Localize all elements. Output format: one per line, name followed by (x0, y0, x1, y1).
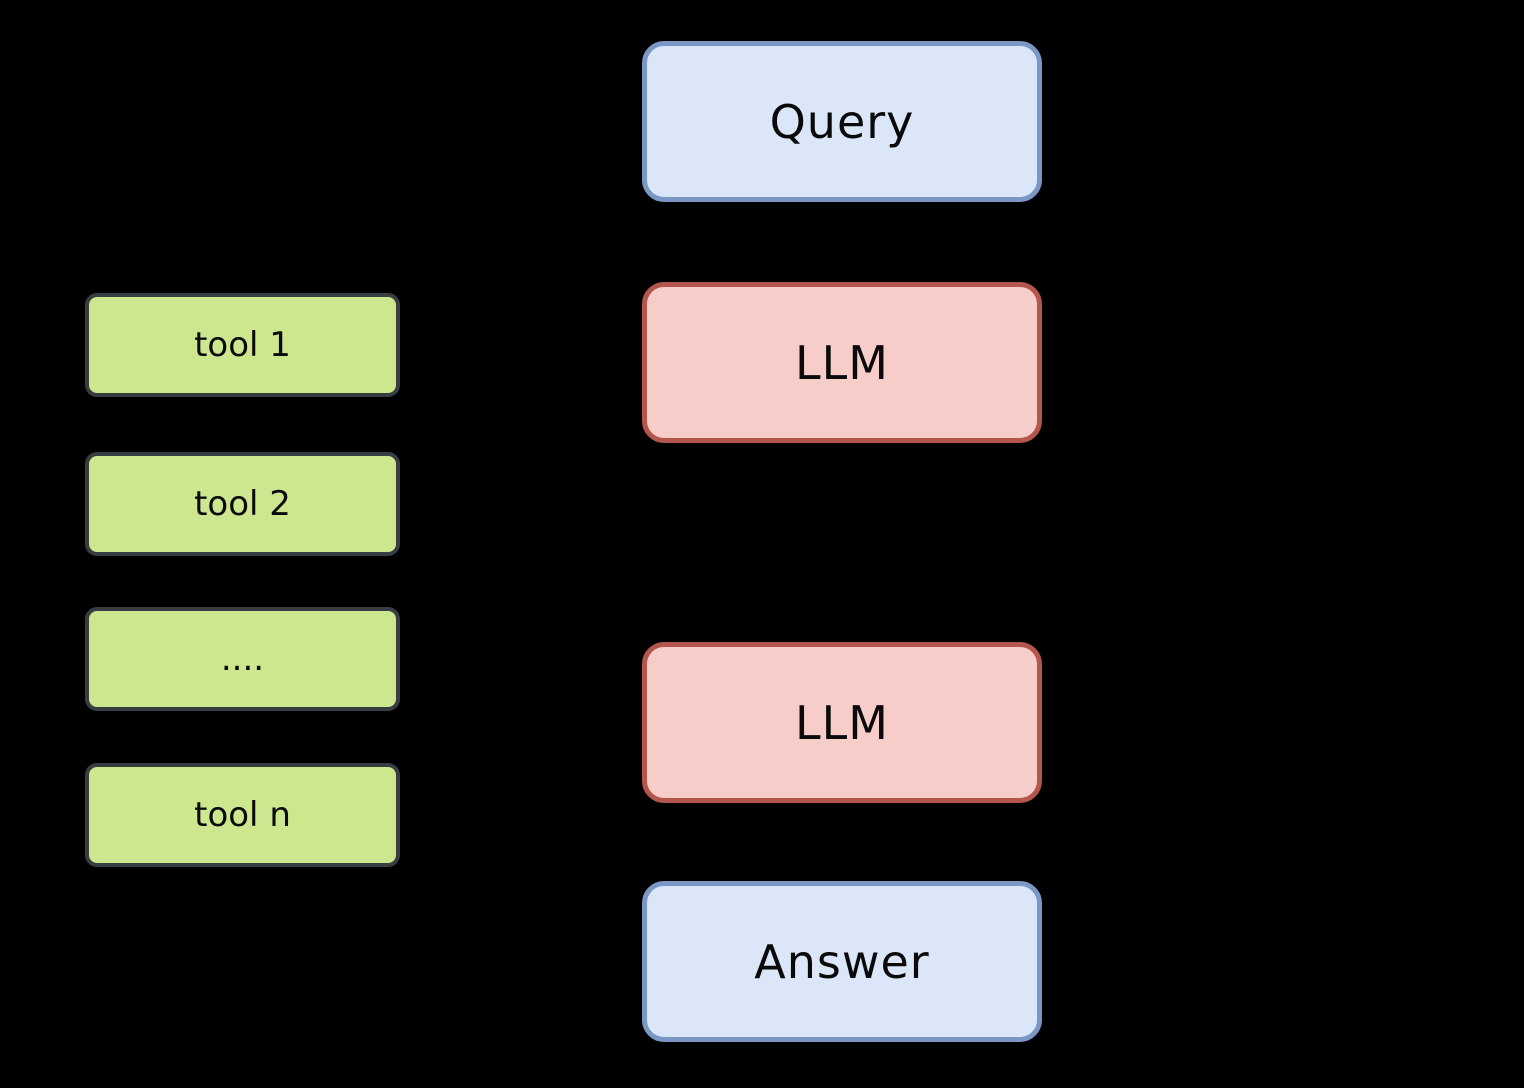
query-box: Query (642, 41, 1042, 202)
llm-bottom-label: LLM (795, 695, 889, 750)
llm-box-bottom: LLM (642, 642, 1042, 803)
tool-ellipsis-label: .... (220, 639, 265, 679)
answer-box: Answer (642, 881, 1042, 1042)
query-label: Query (769, 94, 915, 149)
tool-ellipsis-box: .... (85, 607, 400, 711)
tool-2-label: tool 2 (194, 484, 291, 524)
llm-top-label: LLM (795, 335, 889, 390)
tool-1-box: tool 1 (85, 293, 400, 397)
tool-2-box: tool 2 (85, 452, 400, 556)
tool-n-box: tool n (85, 763, 400, 867)
tool-1-label: tool 1 (194, 325, 291, 365)
tool-n-label: tool n (194, 795, 291, 835)
answer-label: Answer (754, 934, 930, 989)
llm-box-top: LLM (642, 282, 1042, 443)
